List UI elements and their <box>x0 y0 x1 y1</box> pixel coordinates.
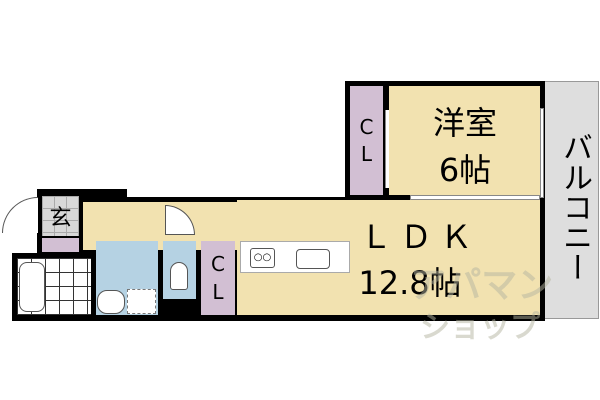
closet-upper-label-l: L <box>360 142 373 166</box>
bathtub-icon <box>19 262 45 312</box>
western-room-name: 洋室 <box>432 104 497 142</box>
entrance-door[interactable] <box>2 197 38 233</box>
closet-lower-label-l: L <box>212 280 224 304</box>
shoe-storage <box>42 238 79 252</box>
closet-lower <box>201 241 235 315</box>
entrance <box>42 196 79 236</box>
western-room-size: 6帖 <box>438 151 492 189</box>
washing-machine-space <box>127 289 156 314</box>
closet-lower-label-c: C <box>211 252 225 276</box>
sink-icon <box>296 249 330 269</box>
closet-upper-label-c: C <box>359 115 374 139</box>
window <box>540 108 544 198</box>
ldk-size: 12.8帖 <box>358 264 462 302</box>
entrance-label: 玄 <box>49 206 72 231</box>
ldk-name: ＬＤＫ <box>360 218 481 256</box>
toilet-icon <box>170 262 188 290</box>
western-room <box>389 86 540 195</box>
watermark-line2: ショップ <box>420 310 540 345</box>
closet-upper <box>350 86 383 195</box>
washbasin-icon <box>97 290 125 314</box>
stove-icon: ○○ <box>250 248 275 268</box>
closet-door[interactable] <box>385 110 389 188</box>
balcony-label: バルコニー <box>557 132 592 282</box>
sliding-door[interactable] <box>410 195 540 200</box>
watermark-line1: アパマン <box>410 265 554 306</box>
